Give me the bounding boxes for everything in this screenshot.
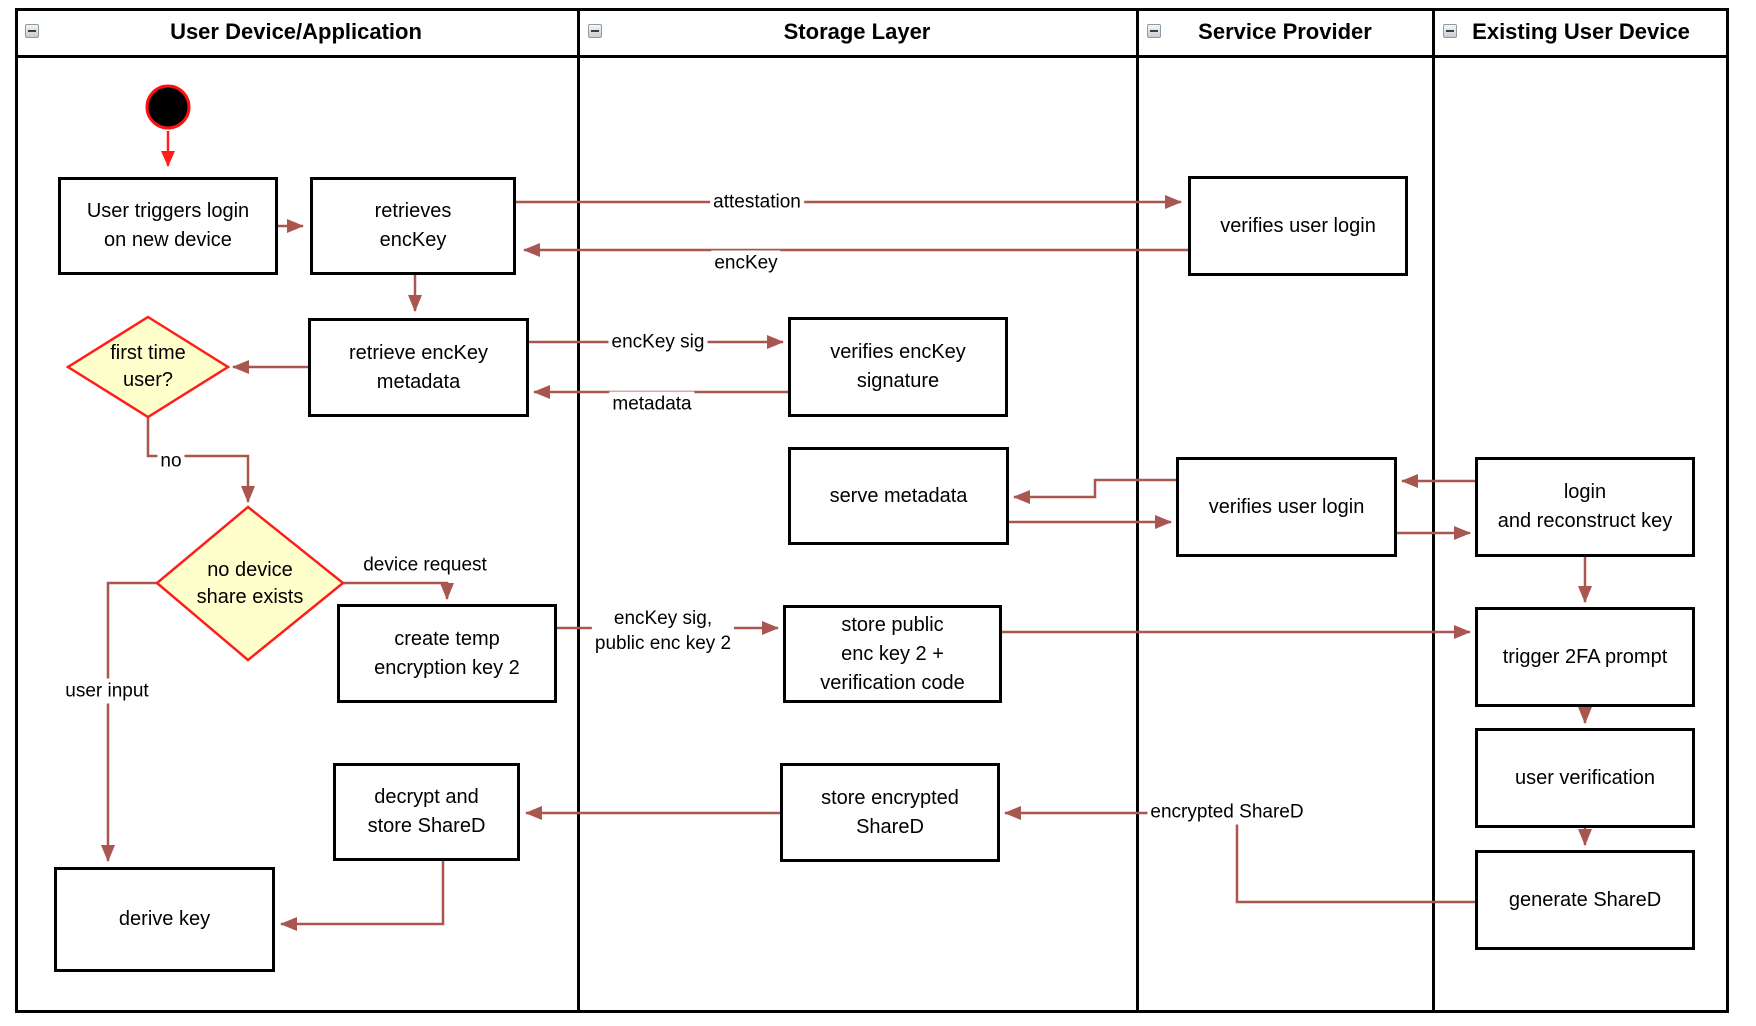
activity-retrieve-enckey-metadata[interactable]: retrieve encKey metadata xyxy=(308,318,529,417)
minus-glyph xyxy=(28,30,36,32)
lane-header-separator xyxy=(15,55,1729,58)
edge-label-enckey: encKey xyxy=(711,250,781,276)
connector-device-request xyxy=(343,581,454,600)
connector-verify-to-serve-metadata xyxy=(1013,478,1176,504)
activity-verifies-enckey-signature[interactable]: verifies encKey signature xyxy=(788,317,1008,417)
connector-encrypted-shared xyxy=(1004,806,1475,904)
activity-derive-key[interactable]: derive key xyxy=(54,867,275,972)
lane-title-existing-user-device: Existing User Device xyxy=(1472,19,1690,44)
edge-label-metadata: metadata xyxy=(609,391,695,417)
activity-serve-metadata[interactable]: serve metadata xyxy=(788,447,1009,545)
decision-first-time-user-shape[interactable] xyxy=(65,315,231,419)
edge-label-device-request: device request xyxy=(360,552,490,578)
edge-label-attestation: attestation xyxy=(710,189,804,215)
edge-label-enckey-sig-public: encKey sig, public enc key 2 xyxy=(591,606,735,656)
decision-no-device-share-label: no device share exists xyxy=(196,558,304,608)
activity-store-public-enc-key[interactable]: store public enc key 2 + verification co… xyxy=(783,605,1002,703)
collapse-minus-icon[interactable] xyxy=(1147,24,1161,38)
edge-label-encrypted-shared: encrypted ShareD xyxy=(1147,799,1307,825)
activity-user-verification[interactable]: user verification xyxy=(1475,728,1695,828)
activity-verifies-user-login-mid[interactable]: verifies user login xyxy=(1176,457,1397,557)
lane-title-storage-layer: Storage Layer xyxy=(783,19,931,44)
activity-generate-shared[interactable]: generate ShareD xyxy=(1475,850,1695,950)
connector-user-input xyxy=(101,581,157,862)
activity-create-temp-key[interactable]: create temp encryption key 2 xyxy=(337,604,557,703)
lane-title-user-device-application: User Device/Application xyxy=(170,19,422,44)
diagram-outer-frame xyxy=(15,8,1729,1013)
decision-first-time-user-label: first time user? xyxy=(110,342,186,391)
activity-verifies-user-login-top[interactable]: verifies user login xyxy=(1188,176,1408,276)
activity-store-encrypted-shared[interactable]: store encrypted ShareD xyxy=(780,763,1000,862)
minus-glyph xyxy=(591,30,599,32)
minus-glyph xyxy=(1446,30,1454,32)
activity-login-reconstruct-key[interactable]: login and reconstruct key xyxy=(1475,457,1695,557)
initial-node-circle[interactable] xyxy=(145,84,191,130)
decision-no-device-share-shape[interactable] xyxy=(155,505,345,662)
activity-user-triggers-login[interactable]: User triggers login on new device xyxy=(58,177,278,275)
collapse-minus-icon[interactable] xyxy=(1443,24,1457,38)
connector-no-branch xyxy=(146,417,255,503)
edge-label-enckey-sig: encKey sig xyxy=(608,329,708,355)
connector-decrypt-to-derive xyxy=(280,861,445,931)
minus-glyph xyxy=(1150,30,1158,32)
activity-retrieves-enckey[interactable]: retrieves encKey xyxy=(310,177,516,275)
activity-decrypt-store-shared[interactable]: decrypt and store ShareD xyxy=(333,763,520,861)
edge-label-user-input: user input xyxy=(62,678,152,704)
collapse-minus-icon[interactable] xyxy=(588,24,602,38)
lane-divider-2 xyxy=(1136,8,1139,1013)
lane-divider-1 xyxy=(577,8,580,1013)
lane-divider-3 xyxy=(1432,8,1435,1013)
edge-label-no: no xyxy=(157,448,185,474)
collapse-minus-icon[interactable] xyxy=(25,24,39,38)
activity-trigger-2fa-prompt[interactable]: trigger 2FA prompt xyxy=(1475,607,1695,707)
lane-title-service-provider: Service Provider xyxy=(1198,19,1372,44)
